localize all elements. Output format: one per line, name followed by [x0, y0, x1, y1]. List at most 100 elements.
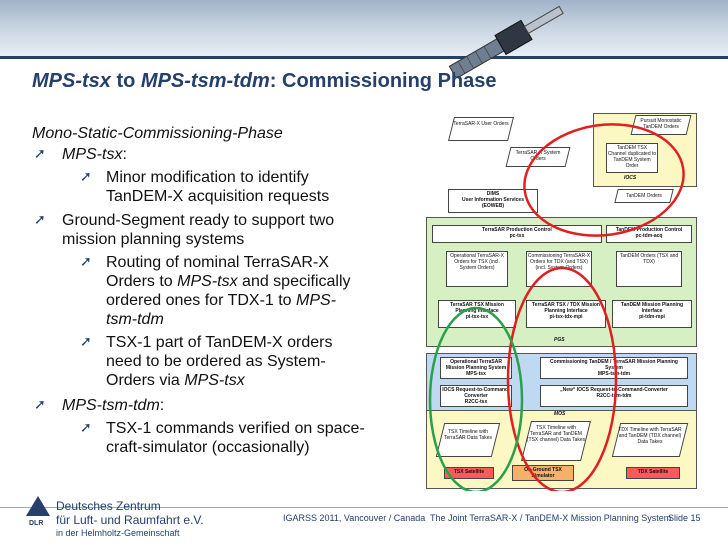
arrow-bullet-icon: ➚	[80, 419, 92, 435]
green-highlight-ellipse	[428, 306, 524, 491]
bullet-mps-tsx-colon: :	[122, 146, 127, 163]
box-subtitle: R2CC-tsm-tdm	[596, 393, 632, 399]
box-subtitle: MPS-tsm-tdm	[597, 371, 631, 377]
box-title: Operational TerraSAR Mission Planning Sy…	[445, 359, 507, 371]
box-subtitle: pc-tsx	[509, 233, 525, 239]
pursuit-orders-label: Pursuit Monostatic TanDEM Orders	[640, 118, 682, 130]
page-title: MPS-tsx to MPS-tsm-tdm: Commissioning Ph…	[32, 70, 497, 93]
sub-bullet-line: Routing of nominal TerraSAR-X	[106, 254, 329, 271]
pgs-label: PGS	[554, 337, 565, 343]
r2cc-tsx-box: IOCS Request-to-Command-Converter R2CC-t…	[440, 385, 512, 407]
dlr-logo-text: DLR	[29, 520, 44, 527]
box-subtitle: pi-tsx-tsx	[465, 314, 489, 320]
ground-simulator-box: On-Ground TSX Simulator	[512, 465, 574, 481]
bullet-heading: Mono-Static-Commissioning-Phase	[32, 125, 283, 142]
satellite-icon	[448, 5, 564, 78]
tdx-timeline-label: TDX Timeline with TerraSAR and TanDEM (T…	[618, 427, 682, 445]
dims-subtitle: User Information Services	[462, 197, 524, 203]
sub-bullet-line: need to be ordered as System-	[106, 353, 326, 370]
bullet-line: Ground-Segment ready to support two	[62, 212, 335, 229]
box-title: TDX Satellite	[637, 469, 669, 475]
footer-rule	[0, 507, 728, 508]
arrow-bullet-icon: ➚	[80, 333, 92, 349]
text-run: and specifically	[237, 273, 351, 290]
text-run: MPS-tsx	[177, 273, 238, 290]
box-subtitle: pi-tsx-tdx-mpi	[549, 314, 583, 320]
bullet-line: mission planning systems	[62, 231, 245, 248]
sub-bullet-line: Orders via MPS-tsx	[106, 371, 245, 390]
dims-eoweb: (EOWEB)	[481, 203, 505, 209]
title-part-mps-tsm-tdm: MPS-tsm-tdm	[140, 70, 270, 92]
title-part-rest: : Commissioning Phase	[269, 70, 497, 92]
text-run: ordered ones for TDX-1 to	[106, 292, 297, 309]
tsx-tdx-timeline-label: TSX Timeline with TerraSAR and TanDEM (T…	[526, 425, 586, 443]
tsx-timeline-label: TSX Timeline with TerraSAR Data Takes	[444, 429, 492, 441]
box-title: TerraSAR TSX Mission Planning Interface	[450, 302, 504, 314]
tandem-orders-box: TanDEM Orders (TSX and TDX)	[616, 251, 682, 287]
box-title: TerraSAR Production Control	[482, 227, 552, 233]
box-title: TSX Satellite	[453, 469, 485, 475]
footer-talk-title: The Joint TerraSAR-X / TanDEM-X Mission …	[430, 513, 672, 523]
red-highlight-ellipse	[523, 123, 685, 237]
tdx-satellite-box: TDX Satellite	[626, 467, 680, 479]
box-subtitle: pc-tdm-acq	[635, 233, 663, 239]
sub-bullet-line: TSX-1 part of TanDEM-X orders	[106, 334, 333, 351]
dims-title: DIMS	[486, 191, 500, 197]
box-title: On-Ground TSX Simulator	[524, 467, 562, 479]
arrow-bullet-icon: ➚	[34, 211, 46, 227]
sub-bullet-line: Minor modification to identify	[106, 169, 309, 186]
bullet-mps-tsm-tdm-colon: :	[159, 397, 165, 414]
org-line-2: für Luft- und Raumfahrt e.V.	[56, 513, 204, 527]
box-title: TanDEM Production Control	[615, 227, 683, 233]
mos-label: MOS	[554, 411, 566, 417]
mpi-tdm-box: TanDEM Mission Planning Interface pi-tdm…	[612, 300, 692, 328]
architecture-diagram: TerraSAR-X User Orders Pursuit Monostati…	[426, 105, 698, 491]
arrow-bullet-icon: ➚	[34, 145, 46, 161]
operational-orders-box: Operational TerraSAR-X Orders for TSX (i…	[446, 251, 508, 287]
text-run: Orders to	[106, 273, 178, 290]
header-band	[0, 0, 728, 56]
terrasar-user-orders-label: TerraSAR-X User Orders	[453, 121, 509, 127]
box-subtitle: pi-tdm-mpi	[639, 314, 665, 320]
title-part-to: to	[110, 70, 141, 92]
mps-tsx-box: Operational TerraSAR Mission Planning Sy…	[440, 357, 512, 379]
bullet-mps-tsx: MPS-tsx:	[62, 145, 127, 164]
box-title: TerraSAR TSX / TDX Mission Planning Inte…	[532, 302, 600, 314]
mpi-tdx-box: TerraSAR TSX / TDX Mission Planning Inte…	[526, 300, 606, 328]
bullet-mps-tsm-tdm-name: MPS-tsm-tdm	[62, 397, 160, 414]
org-line-3: in der Helmholtz-Gemeinschaft	[56, 528, 180, 538]
tandem-orders-label: TanDEM Orders	[626, 193, 662, 199]
bullet-mps-tsx-name: MPS-tsx	[62, 146, 123, 163]
header-rule	[0, 56, 728, 59]
dlr-logo-icon	[26, 496, 50, 516]
tdx-channel-box: TanDEM TSX Channel duplicated to TanDEM …	[606, 143, 658, 173]
arrow-bullet-icon: ➚	[80, 253, 92, 269]
sub-bullet-line: TanDEM-X acquisition requests	[106, 188, 330, 205]
text-run: MPS-tsx	[184, 372, 245, 389]
box-title: TanDEM Mission Planning Interface	[620, 302, 684, 314]
arrow-bullet-icon: ➚	[34, 396, 46, 412]
dims-box: DIMS User Information Services (EOWEB)	[448, 189, 538, 213]
sub-bullet-line: craft-simulator (occasionally)	[106, 439, 310, 456]
sub-bullet-line: Orders to MPS-tsx and specifically	[106, 272, 351, 291]
footer-conference: IGARSS 2011, Vancouver / Canada	[283, 513, 426, 523]
sub-bullet-line: TSX-1 commands verified on space-	[106, 420, 365, 437]
box-title: IOCS Request-to-Command-Converter	[442, 387, 510, 399]
title-part-mps-tsx: MPS-tsx	[32, 70, 111, 92]
box-title: „New“ IOCS Request-to-Command-Converter	[560, 387, 668, 393]
highlight-overlay	[428, 123, 685, 491]
bullet-mps-tsm-tdm: MPS-tsm-tdm:	[62, 396, 164, 415]
box-title: Commissioning TanDEM / TerraSAR Mission …	[550, 359, 678, 371]
iocs-label: IOCS	[624, 175, 637, 181]
box-subtitle: MPS-tsx	[466, 371, 486, 377]
text-run: MPS-	[296, 292, 337, 309]
arrow-bullet-icon: ➚	[80, 168, 92, 184]
box-subtitle: R2CC-tsx	[464, 399, 488, 405]
sub-bullet-line: tsm-tdm	[106, 311, 164, 328]
tsx-satellite-box: TSX Satellite	[444, 467, 494, 479]
red-highlight-ellipse	[506, 266, 618, 491]
text-run: Orders via	[106, 372, 185, 389]
org-line-1: Deutsches Zentrum	[56, 499, 161, 513]
sub-bullet-line: ordered ones for TDX-1 to MPS-	[106, 291, 336, 310]
footer-slide-number: Slide 15	[668, 513, 701, 523]
